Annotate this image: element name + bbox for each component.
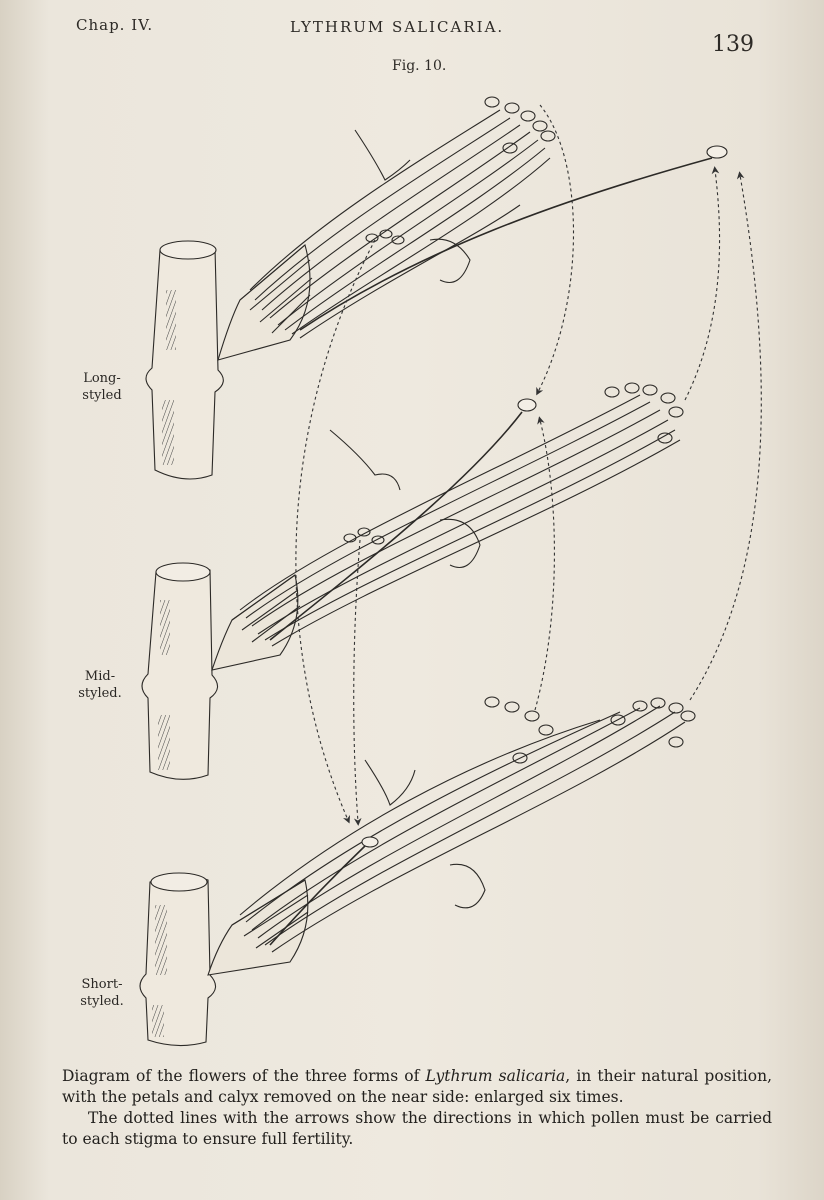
- form-label-line: styled: [82, 388, 122, 403]
- page-number: 139: [712, 32, 754, 57]
- figure-label: Fig. 10.: [392, 58, 447, 74]
- flower-diagram: Long- styled Mid- styled. Short- styled.: [0, 80, 824, 1060]
- species-name: Lythrum salicaria: [425, 1067, 566, 1085]
- form-label-line: styled.: [80, 994, 124, 1009]
- caption-text: , in their natural position, with the pe…: [62, 1067, 772, 1106]
- figure-caption: Diagram of the flowers of the three form…: [62, 1066, 772, 1150]
- short-styled-flower: [139, 696, 696, 1047]
- form-label-line: styled.: [78, 686, 122, 701]
- caption-text: Diagram of the flowers of the three form…: [62, 1067, 426, 1085]
- form-label-short-styled: Short- styled.: [62, 976, 142, 1010]
- form-label-line: Long-: [83, 371, 121, 386]
- running-head: Chap. IV. LYTHRUM SALICARIA. 139: [0, 8, 824, 57]
- form-label-long-styled: Long- styled: [62, 370, 142, 404]
- caption-paragraph-2: The dotted lines with the arrows show th…: [62, 1109, 772, 1148]
- long-styled-flower: [145, 96, 728, 480]
- caption-paragraph-1: Diagram of the flowers of the three form…: [62, 1066, 772, 1108]
- form-label-mid-styled: Mid- styled.: [60, 668, 140, 702]
- chapter-label: Chap. IV.: [76, 16, 154, 34]
- page-title: LYTHRUM SALICARIA.: [290, 18, 505, 36]
- form-label-line: Mid-: [84, 669, 116, 684]
- mid-styled-flower: [141, 382, 684, 780]
- form-label-line: Short-: [81, 977, 123, 992]
- pollen-pathways: [295, 104, 762, 826]
- flower-illustration: [139, 96, 762, 1047]
